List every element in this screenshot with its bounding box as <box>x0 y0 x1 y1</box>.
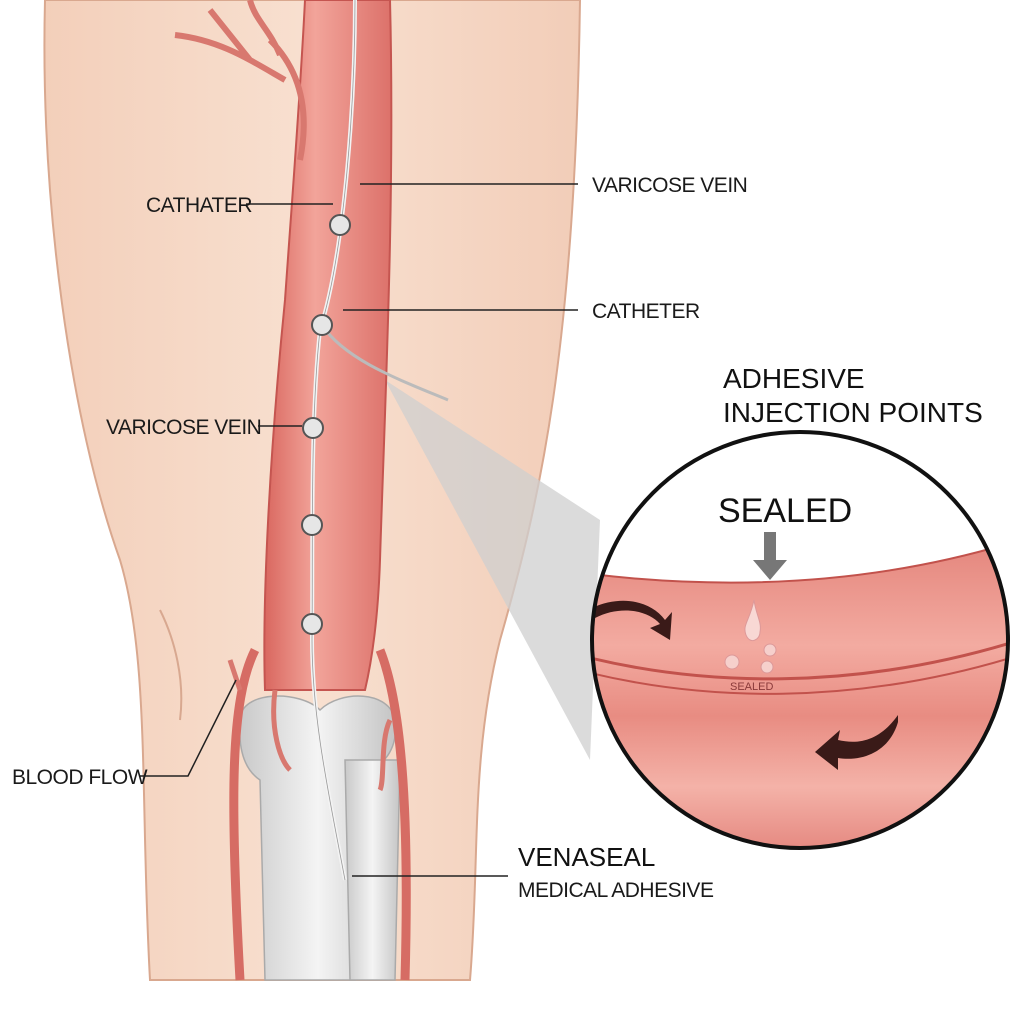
sealed-arrow-icon <box>753 532 787 580</box>
knee-branches <box>227 659 393 792</box>
sealed-small-label: SEALED <box>730 681 773 693</box>
label-medical-adhesive: MEDICAL ADHESIVE <box>518 879 714 902</box>
catheter-wire <box>320 324 449 402</box>
inset-title-line2: INJECTION POINTS <box>723 397 983 428</box>
varicose-vein <box>263 0 393 691</box>
label-varicose-vein-right: VARICOSE VEIN <box>592 174 747 197</box>
sealed-heading: SEALED <box>718 492 852 530</box>
leader-lines <box>140 183 578 877</box>
label-blood-flow: BLOOD FLOW <box>12 766 148 789</box>
branch-vein <box>174 0 307 161</box>
magnifier-border <box>590 430 1010 850</box>
injection-points <box>301 214 351 635</box>
label-venaseal: VENASEAL <box>518 842 655 872</box>
label-cathater: CATHATER <box>146 194 252 217</box>
side-vein-right <box>375 648 411 981</box>
catheter-line-outline <box>311 0 356 881</box>
label-varicose-vein-left: VARICOSE VEIN <box>106 416 261 439</box>
magnifier-cone <box>385 380 600 760</box>
knee-crease <box>159 609 183 721</box>
inset-title-line1: ADHESIVE <box>723 363 865 394</box>
knee-bones <box>238 695 401 981</box>
side-vein-left <box>229 647 260 981</box>
label-catheter: CATHETER <box>592 300 700 323</box>
